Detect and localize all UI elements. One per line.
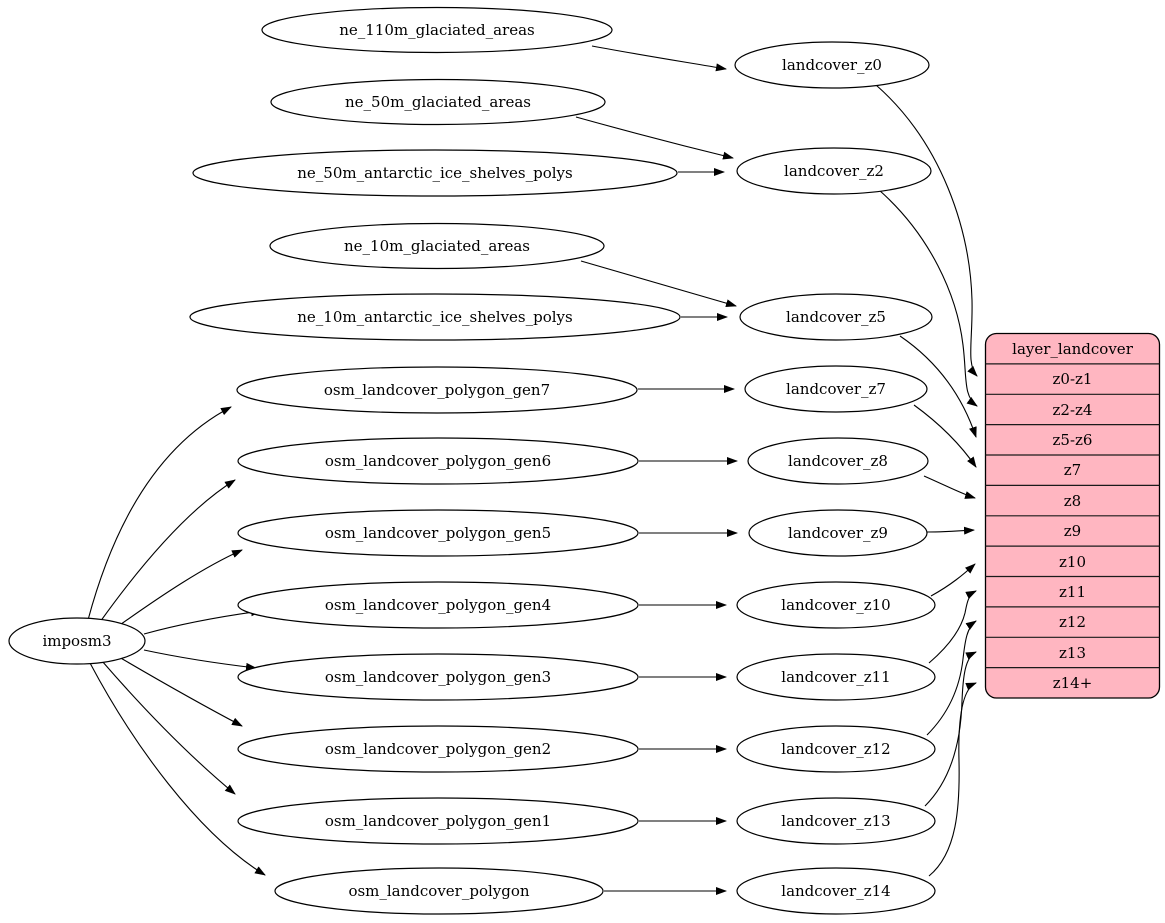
node-label: landcover_z14 xyxy=(781,882,890,900)
node-landcover-z13: landcover_z13 xyxy=(736,797,936,845)
edge-z14-to-row-z14plus xyxy=(928,682,977,877)
node-label: osm_landcover_polygon_gen3 xyxy=(325,668,551,686)
node-label: landcover_z9 xyxy=(788,524,888,542)
node-label: osm_landcover_polygon_gen1 xyxy=(325,812,551,830)
node-ne-50m-glaciated-areas: ne_50m_glaciated_areas xyxy=(270,78,606,126)
node-landcover-z11: landcover_z11 xyxy=(736,653,936,701)
node-label: osm_landcover_polygon_gen4 xyxy=(325,596,551,614)
node-landcover-z9: landcover_z9 xyxy=(748,509,928,557)
edge-z2-to-row-z2-z4 xyxy=(878,189,978,407)
record-title: layer_landcover xyxy=(1012,340,1134,358)
record-row-z7: z7 xyxy=(1064,461,1081,479)
record-row-z10: z10 xyxy=(1059,553,1086,571)
edge-imposm3-to-gen2 xyxy=(118,656,243,727)
edge-z0-to-row-z0-z1 xyxy=(875,84,978,377)
node-ne-110m-glaciated-areas: ne_110m_glaciated_areas xyxy=(261,6,613,54)
record-row-z2-z4: z2-z4 xyxy=(1053,401,1093,419)
node-osm-landcover-polygon-gen4: osm_landcover_polygon_gen4 xyxy=(237,581,639,629)
node-label: imposm3 xyxy=(42,632,111,650)
edge-imposm3-to-gen1 xyxy=(101,660,236,795)
record-row-z5-z6: z5-z6 xyxy=(1053,431,1093,449)
record-row-z11: z11 xyxy=(1059,583,1086,601)
edge-z13-to-row-z13 xyxy=(924,651,977,807)
node-landcover-z5: landcover_z5 xyxy=(739,293,933,341)
node-osm-landcover-polygon-gen6: osm_landcover_polygon_gen6 xyxy=(237,437,639,485)
edge-imposm3-to-gen3 xyxy=(143,649,257,671)
edge-ne10m-glaciated-to-landcover-z5 xyxy=(580,260,737,308)
record-row-z8: z8 xyxy=(1064,492,1081,510)
node-label: osm_landcover_polygon_gen5 xyxy=(325,524,551,542)
edge-imposm3-to-gen7 xyxy=(87,406,232,621)
node-label: ne_50m_antarctic_ice_shelves_polys xyxy=(297,164,572,182)
edge-z8-to-row-z8 xyxy=(923,475,976,499)
node-osm-landcover-polygon-gen3: osm_landcover_polygon_gen3 xyxy=(237,653,639,701)
edge-group xyxy=(87,45,978,896)
edge-imposm3-to-gen5 xyxy=(116,549,243,628)
node-landcover-z12: landcover_z12 xyxy=(736,725,936,773)
node-osm-landcover-polygon: osm_landcover_polygon xyxy=(274,867,604,915)
edge-ne50m-glaciated-to-landcover-z2 xyxy=(575,116,734,160)
node-osm-landcover-polygon-gen7: osm_landcover_polygon_gen7 xyxy=(236,366,638,414)
edge-z12-to-row-z12 xyxy=(926,620,977,736)
record-row-z14plus: z14+ xyxy=(1053,674,1093,692)
node-label: ne_10m_glaciated_areas xyxy=(344,237,530,255)
node-label: ne_50m_glaciated_areas xyxy=(345,93,531,111)
node-ne-50m-antarctic-ice-shelves-polys: ne_50m_antarctic_ice_shelves_polys xyxy=(192,149,678,197)
node-label: osm_landcover_polygon_gen7 xyxy=(324,381,550,399)
node-ne-10m-glaciated-areas: ne_10m_glaciated_areas xyxy=(269,222,605,270)
node-osm-landcover-polygon-gen1: osm_landcover_polygon_gen1 xyxy=(237,797,639,845)
node-ne-10m-antarctic-ice-shelves-polys: ne_10m_antarctic_ice_shelves_polys xyxy=(189,293,681,341)
node-label: landcover_z7 xyxy=(786,380,886,398)
edge-z7-to-row-z7 xyxy=(913,404,977,468)
node-label: ne_110m_glaciated_areas xyxy=(339,21,535,39)
node-label: landcover_z11 xyxy=(781,668,890,686)
edge-z11-to-row-z11 xyxy=(928,590,977,664)
record-row-z0-z1: z0-z1 xyxy=(1053,370,1093,388)
node-label: landcover_z5 xyxy=(786,308,886,326)
edge-z5-to-row-z5-z6 xyxy=(899,335,977,438)
node-label: landcover_z0 xyxy=(782,56,882,74)
node-label: landcover_z13 xyxy=(781,812,890,830)
node-landcover-z7: landcover_z7 xyxy=(744,365,928,413)
edge-z9-to-row-z9 xyxy=(926,526,975,535)
edge-z10-to-row-z10 xyxy=(930,563,976,597)
node-label: landcover_z8 xyxy=(788,452,888,470)
node-label: osm_landcover_polygon xyxy=(348,882,529,900)
node-label: osm_landcover_polygon_gen6 xyxy=(325,452,551,470)
node-landcover-z10: landcover_z10 xyxy=(736,581,936,629)
record-row-z9: z9 xyxy=(1064,522,1081,540)
node-landcover-z0: landcover_z0 xyxy=(734,41,930,89)
edge-imposm3-to-polygon xyxy=(89,662,266,876)
edge-imposm3-to-gen4 xyxy=(143,608,262,635)
node-label: landcover_z10 xyxy=(781,596,890,614)
edge-ne110m-to-landcover-z0 xyxy=(591,45,727,72)
node-label: landcover_z12 xyxy=(781,740,890,758)
node-landcover-z8: landcover_z8 xyxy=(747,437,929,485)
record-row-z13: z13 xyxy=(1059,644,1086,662)
node-label: ne_10m_antarctic_ice_shelves_polys xyxy=(297,308,572,326)
node-landcover-z2: landcover_z2 xyxy=(736,147,932,195)
edge-imposm3-to-gen6 xyxy=(99,479,236,623)
node-imposm3: imposm3 xyxy=(8,617,146,665)
node-landcover-z14: landcover_z14 xyxy=(736,867,936,915)
node-osm-landcover-polygon-gen5: osm_landcover_polygon_gen5 xyxy=(237,509,639,557)
record-row-z12: z12 xyxy=(1059,613,1086,631)
record-layer-landcover: layer_landcover z0-z1 z2-z4 z5-z6 z7 z8 … xyxy=(984,332,1161,699)
node-label: osm_landcover_polygon_gen2 xyxy=(325,740,551,758)
node-label: landcover_z2 xyxy=(784,162,884,180)
node-osm-landcover-polygon-gen2: osm_landcover_polygon_gen2 xyxy=(237,725,639,773)
